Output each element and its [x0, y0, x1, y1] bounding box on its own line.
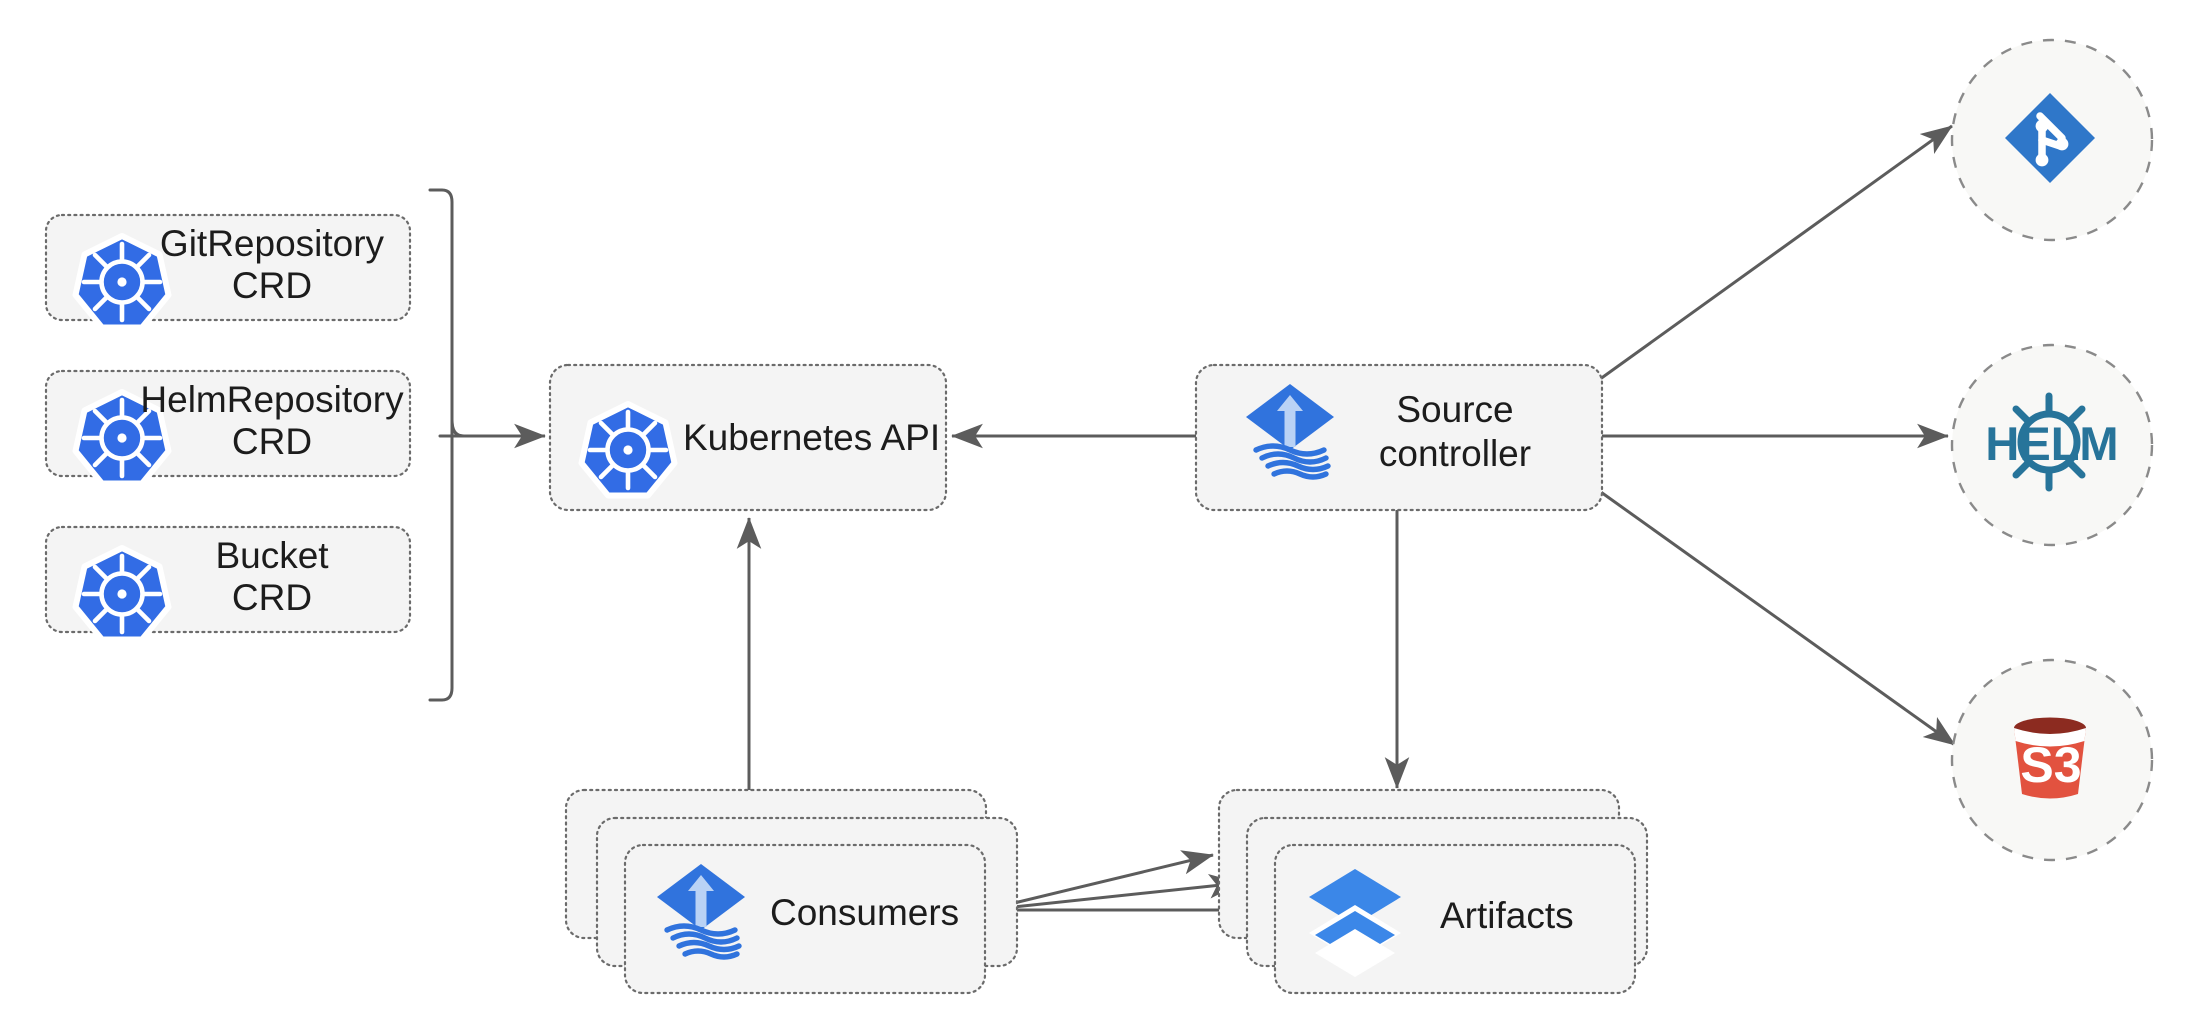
node-consumers[interactable]: Consumers: [564, 788, 1019, 995]
edge-consumers-to-artifacts-1: [984, 850, 1214, 912]
external-s3[interactable]: S3: [1950, 658, 2154, 862]
node-label-source-controller-line1: Source: [1396, 389, 1513, 430]
external-git[interactable]: [1950, 38, 2154, 242]
node-source-controller[interactable]: Source controller: [1194, 363, 1604, 512]
crd-card-helmrepository[interactable]: HelmRepository CRD: [44, 369, 412, 484]
crd-label-line2: CRD: [232, 421, 312, 462]
s3-wordmark: S3: [2020, 737, 2081, 793]
node-label-source-controller-line2: controller: [1379, 433, 1531, 474]
helm-wordmark: HELM: [1985, 417, 2118, 470]
crd-card-bucket[interactable]: Bucket CRD: [44, 525, 412, 640]
node-kubernetes-api[interactable]: Kubernetes API: [548, 363, 948, 512]
crd-label-line1: GitRepository: [160, 223, 385, 264]
node-artifacts[interactable]: Artifacts: [1217, 788, 1649, 995]
crd-label-line1: Bucket: [215, 535, 329, 576]
node-label-artifacts: Artifacts: [1440, 895, 1574, 936]
external-helm[interactable]: HELM: [1950, 343, 2154, 547]
edge-consumers-to-artifacts-2: [984, 874, 1241, 912]
node-label-consumers: Consumers: [770, 892, 959, 933]
crd-card-gitrepository[interactable]: GitRepository CRD: [44, 213, 412, 328]
crd-label-line1: HelmRepository: [140, 379, 404, 420]
edge-source-controller-to-s3: [1597, 488, 1956, 747]
crd-label-line2: CRD: [232, 265, 312, 306]
crd-label-line2: CRD: [232, 577, 312, 618]
edge-source-controller-to-git: [1595, 124, 1953, 384]
node-label-kubernetes-api: Kubernetes API: [683, 417, 940, 458]
